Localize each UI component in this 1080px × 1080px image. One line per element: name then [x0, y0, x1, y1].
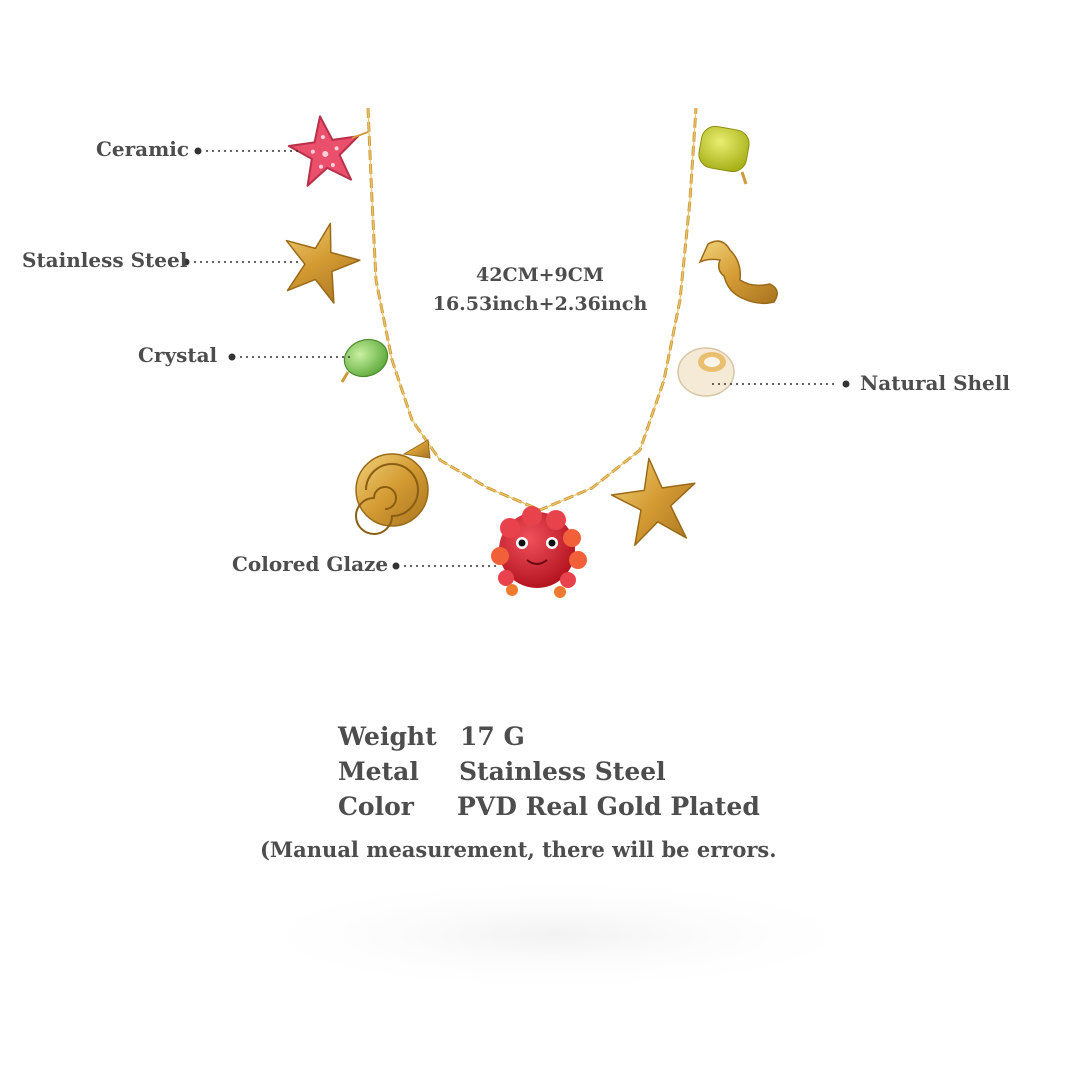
gold-starfish-left: [285, 222, 361, 304]
yellow-stone-bead: [698, 125, 750, 185]
spec-color-value: PVD Real Gold Plated: [457, 792, 760, 821]
label-ceramic: Ceramic: [96, 137, 190, 161]
spec-weight-value: 17 G: [460, 722, 525, 751]
colored-glaze-crab: [491, 506, 587, 598]
gold-seahorse: [698, 240, 778, 305]
gold-starfish-right: [610, 457, 696, 546]
shadow: [225, 875, 885, 995]
natural-shell: [677, 347, 735, 397]
leader-lines: [182, 147, 850, 570]
gold-nautilus-shell: [355, 439, 431, 535]
label-colored-glaze: Colored Glaze: [232, 552, 389, 576]
measurement-note: (Manual measurement, there will be error…: [260, 837, 777, 862]
crystal-bead: [343, 338, 389, 378]
label-natural-shell: Natural Shell: [860, 371, 1010, 395]
length-cm: 42CM+9CM: [476, 264, 604, 286]
spec-metal-name: Metal: [338, 757, 419, 786]
spec-color-name: Color: [338, 792, 414, 821]
ceramic-starfish: [287, 115, 360, 187]
spec-metal-value: Stainless Steel: [459, 757, 666, 786]
label-crystal: Crystal: [138, 343, 218, 367]
label-stainless-steel: Stainless Steel: [22, 248, 188, 272]
spec-weight-name: Weight: [338, 722, 437, 751]
length-inch: 16.53inch+2.36inch: [432, 293, 648, 315]
